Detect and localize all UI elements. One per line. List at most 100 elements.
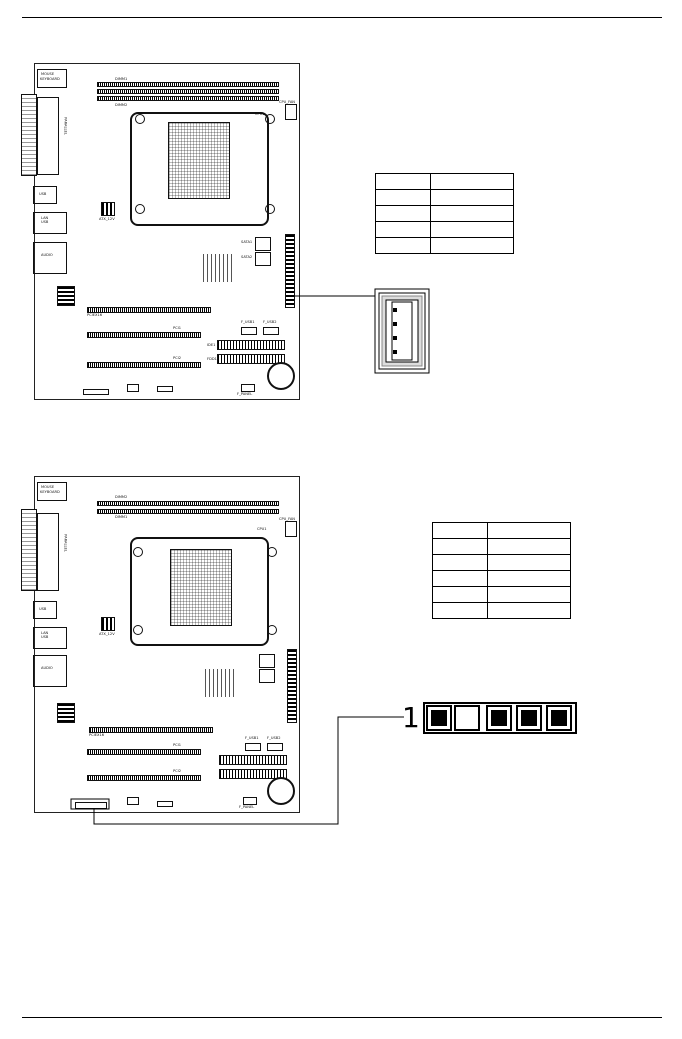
cdin-header <box>57 703 75 723</box>
dimm-slot-3 <box>97 96 279 101</box>
dimm2-label: DIMM2 <box>115 495 128 499</box>
f-usb1-label: F_USB1 <box>241 320 255 324</box>
pin-cell <box>432 538 488 555</box>
pci1-label: PCI1 <box>173 743 182 747</box>
f-usb2-label: F_USB2 <box>267 736 281 740</box>
sata1-connector <box>255 237 271 251</box>
cpu-retention-frame <box>130 537 269 646</box>
f-usb1-label: F_USB1 <box>245 736 259 740</box>
spdif-header <box>157 801 173 807</box>
cpu1-label: CPU1 <box>255 112 265 116</box>
dimm-slot-1 <box>97 82 279 87</box>
pci1-slot <box>87 749 201 755</box>
table-row <box>432 586 571 603</box>
atx-power-connector <box>287 649 297 723</box>
table-header-row <box>432 522 571 539</box>
pin-column-header <box>432 522 488 539</box>
definition-cell <box>487 570 571 587</box>
table-row <box>432 538 571 555</box>
dimm-slot-1 <box>97 501 279 506</box>
pin-table-1 <box>375 173 514 254</box>
spdif-header <box>157 386 173 392</box>
cpu-mount-hole-tl <box>133 547 143 557</box>
cpu-mount-hole-br <box>265 204 275 214</box>
mouse-keyboard-port <box>37 482 67 501</box>
pin-cell <box>432 554 488 571</box>
table-row <box>375 237 514 254</box>
audio-port <box>33 655 67 687</box>
cmos-battery <box>267 777 295 805</box>
atx-12v-label: ATX_12V <box>99 217 115 221</box>
f-usb2-label: F_USB2 <box>263 320 277 324</box>
keyboard-label: KEYBOARD <box>40 77 60 81</box>
usb-port <box>33 186 57 204</box>
fdd1-label: FDD1 <box>207 357 217 361</box>
table-row <box>432 570 571 587</box>
definition-cell <box>487 554 571 571</box>
pci2-slot <box>87 362 201 368</box>
pin-cell <box>432 570 488 587</box>
audio-port <box>33 242 67 274</box>
pci2-label: PCI2 <box>173 769 182 773</box>
sata2-label: SATA2 <box>241 255 253 259</box>
mouse-keyboard-port <box>37 69 67 88</box>
ide1-label: IDE1 <box>207 343 216 347</box>
cpu-mount-hole-bl <box>133 625 143 635</box>
usb-port <box>33 601 57 619</box>
f-usb1-header <box>241 327 257 335</box>
cpu1-label: CPU1 <box>257 527 267 531</box>
ide1-connector <box>219 755 287 765</box>
page-bottom-rule <box>22 1017 662 1018</box>
page-top-rule <box>22 17 662 18</box>
pci2-label: PCI2 <box>173 356 182 360</box>
dimm1-label: DIMM1 <box>115 515 128 519</box>
pci1-label: PCI1 <box>173 326 182 330</box>
sata1-label: SATA1 <box>241 240 253 244</box>
pci1-slot <box>87 332 201 338</box>
cpu-mount-hole-tl <box>135 114 145 124</box>
cpu-mount-hole-tr <box>265 114 275 124</box>
table-row <box>432 554 571 571</box>
f-usb1-header <box>245 743 261 751</box>
table-row <box>432 602 571 619</box>
pin-header-drawing <box>423 702 577 734</box>
cpu-retention-frame <box>130 112 269 226</box>
parallel-port <box>21 94 37 176</box>
pcie-label: PCIEX16 <box>89 733 105 737</box>
sata2-connector <box>259 669 275 683</box>
com2-header <box>83 389 109 395</box>
cpu-mount-hole-br <box>267 625 277 635</box>
dimm-slot-2 <box>97 509 279 514</box>
definition-cell <box>487 538 571 555</box>
f-usb2-header <box>267 743 283 751</box>
dimm2-label: DIMM2 <box>115 103 128 107</box>
audio-label: AUDIO <box>41 666 53 670</box>
chipset-pattern <box>205 669 237 697</box>
sata2-connector <box>255 252 271 266</box>
lan-usb-port <box>33 212 67 234</box>
cpu-fan-header <box>285 521 297 537</box>
definition-cell <box>487 602 571 619</box>
sys-fan-header <box>127 797 139 805</box>
pin-cell <box>432 586 488 603</box>
atx-12v-label: ATX_12V <box>99 632 115 636</box>
pin-table-2 <box>432 522 571 619</box>
f-panel-label: F_PANEL <box>239 805 255 809</box>
pin-one-label: 1 <box>402 701 420 734</box>
dimm-slot-2 <box>97 89 279 94</box>
cmos-battery <box>267 362 295 390</box>
pciex16-slot <box>89 727 213 733</box>
pin-cell <box>432 602 488 619</box>
definition-column-header <box>487 522 571 539</box>
fdd1-connector <box>219 769 287 779</box>
atx-power-connector <box>285 234 295 308</box>
parallel-connector <box>37 513 59 591</box>
cpu-socket <box>168 122 230 199</box>
sys-fan-header <box>127 384 139 392</box>
usb-label: USB <box>39 192 47 196</box>
